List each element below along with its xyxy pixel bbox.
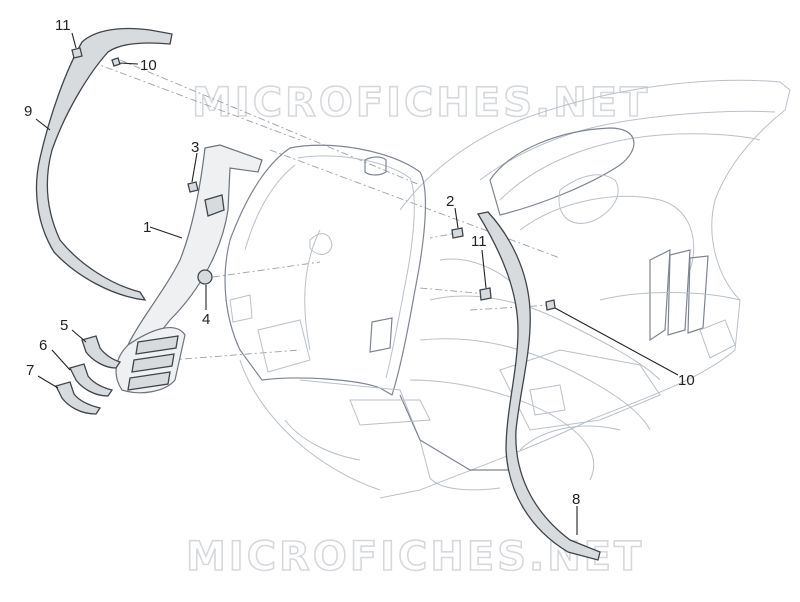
callout-3: 3 [191,139,199,156]
callout-1: 1 [143,219,151,236]
part-1-inner-panel [115,144,263,394]
part-5-grille-trim [81,335,122,369]
callout-10-right: 10 [678,372,695,389]
part-4-grommet [197,269,213,285]
callout-11-right: 11 [471,233,487,250]
scooter-body-outline [379,79,791,499]
leader-lines [35,32,679,535]
callout-6: 6 [39,337,47,354]
hardware-items [71,47,556,311]
part-8-trim-right [476,211,601,561]
callout-9: 9 [24,103,32,120]
part-9-trim-left [35,27,173,301]
part-6-grille-trim [69,363,114,397]
callout-11-top: 11 [55,17,71,34]
watermark-bottom: MICROFICHES.NET [186,534,644,580]
assembly-guide-lines [91,59,561,361]
callout-4: 4 [202,311,210,328]
part-3-screw [187,181,199,193]
callout-5: 5 [60,317,68,334]
callout-2: 2 [446,193,454,210]
callout-10-top: 10 [140,57,157,74]
part-7-grille-trim [55,381,102,415]
leg-shield [224,144,520,491]
callout-7: 7 [26,362,34,379]
callout-8: 8 [572,491,580,508]
